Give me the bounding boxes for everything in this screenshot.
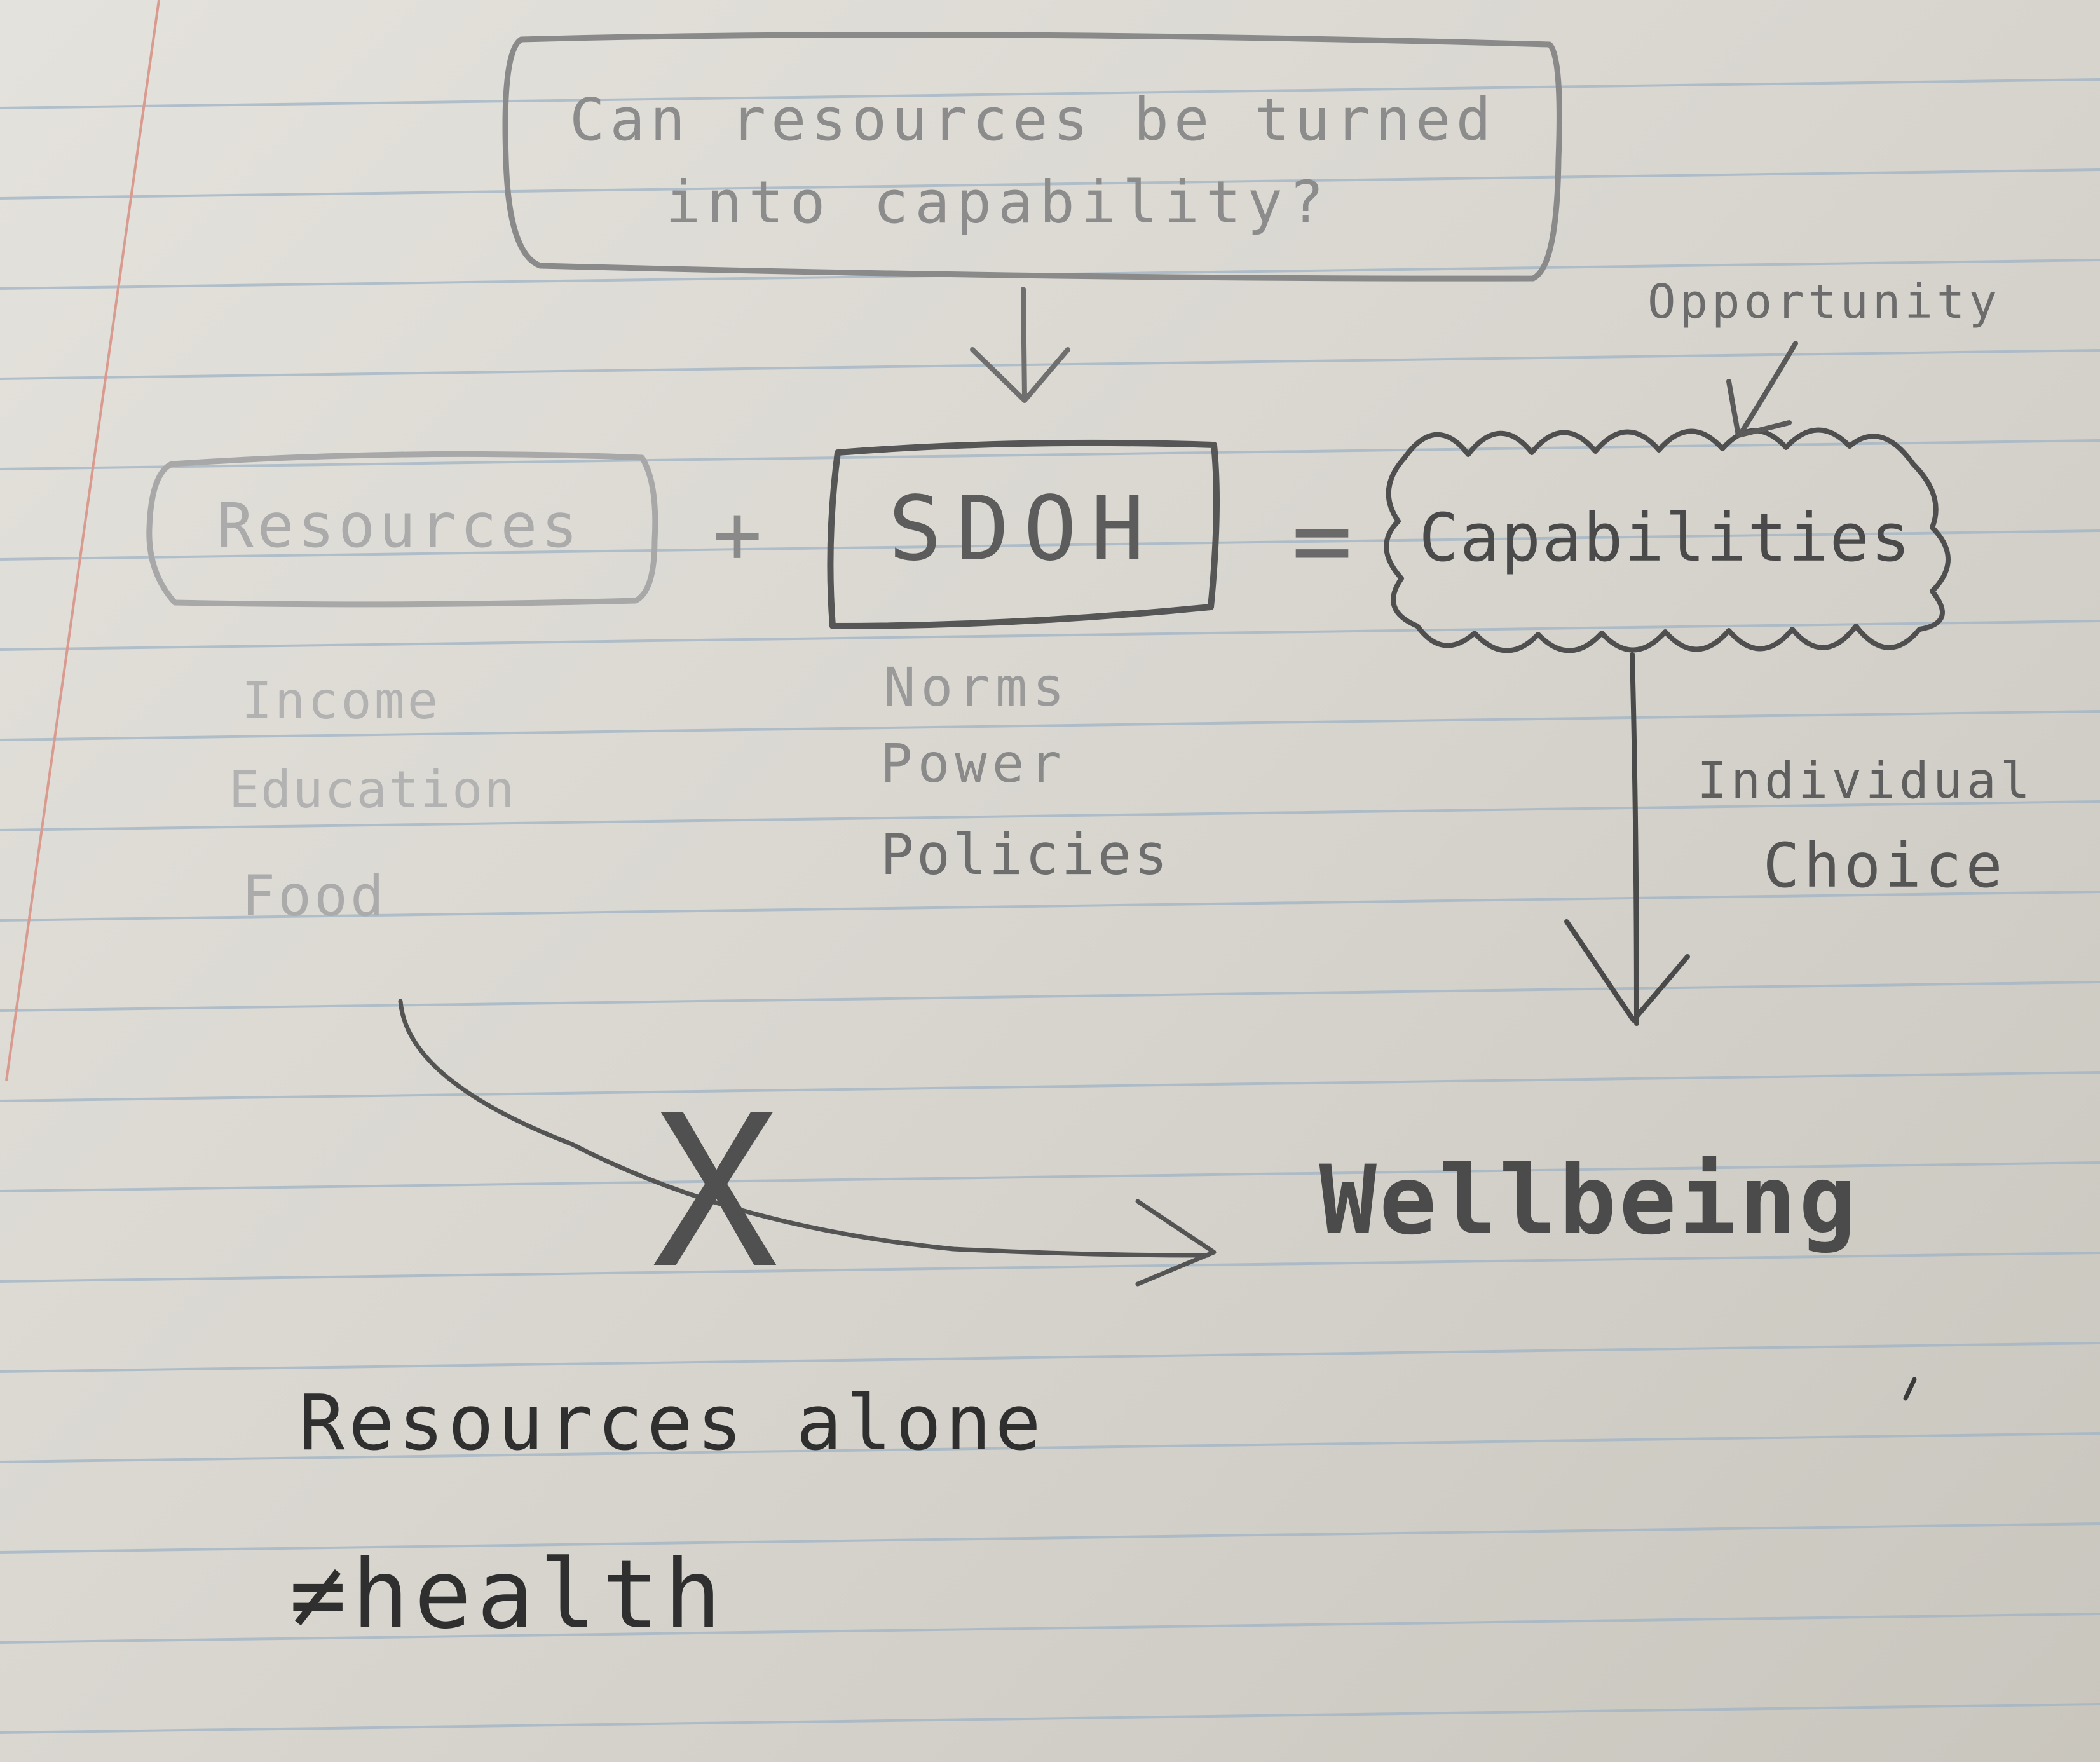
rule-line (0, 439, 2100, 470)
wellbeing-label: Wellbeing (1319, 1145, 1859, 1256)
plus-sign: + (712, 486, 762, 582)
rule-line (0, 1071, 2100, 1102)
rule-line (0, 891, 2100, 922)
rule-line (0, 349, 2100, 380)
resource-item-education: Education (229, 760, 515, 819)
choice-down-arrow (1564, 652, 1690, 1026)
equals-sign: = (1292, 481, 1353, 599)
stray-mark (1903, 1377, 1917, 1401)
rule-line (0, 1161, 2100, 1192)
sdoh-item-norms: Norms (883, 656, 1070, 718)
rule-line (0, 1613, 2100, 1644)
capabilities-cloud (1384, 427, 1951, 653)
rule-line (0, 620, 2100, 651)
sdoh-item-power: Power (880, 732, 1067, 795)
opportunity-label: Opportunity (1647, 275, 2001, 329)
conclusion-line-1: Resources alone (299, 1379, 1045, 1468)
capabilities-label: Capabilities (1419, 499, 1911, 577)
sdoh-box (827, 439, 1220, 629)
rule-line (0, 168, 2100, 200)
sdoh-item-policies: Policies (880, 822, 1170, 887)
rule-line (0, 981, 2100, 1012)
question-down-arrow (970, 287, 1070, 403)
rule-line (0, 710, 2100, 741)
opportunity-arrow (1726, 341, 1798, 438)
crossed-mark: X (652, 1070, 779, 1315)
margin-line (5, 0, 160, 1081)
sdoh-box-label: SDOH (888, 477, 1158, 581)
rule-line (0, 800, 2100, 831)
choice-label-line-2: Choice (1763, 830, 2007, 901)
resources-box (146, 451, 658, 608)
conclusion-line-2: ≠health (289, 1540, 726, 1650)
choice-label-line-1: Individual (1697, 753, 2034, 810)
rule-line (0, 1703, 2100, 1734)
question-box (502, 32, 1562, 282)
rule-line (0, 1432, 2100, 1463)
rule-line (0, 1342, 2100, 1373)
rule-line (0, 529, 2100, 561)
rule-line (0, 1522, 2100, 1554)
resources-box-label: Resources (217, 490, 582, 561)
resource-item-income: Income (242, 671, 440, 730)
rule-line (0, 1252, 2100, 1283)
resources-curved-arrow (398, 999, 1217, 1287)
resource-item-food: Food (242, 863, 386, 929)
question-line-2: into capability? (665, 168, 1330, 236)
rule-line (0, 78, 2100, 109)
question-line-1: Can resources be turned (569, 86, 1496, 154)
